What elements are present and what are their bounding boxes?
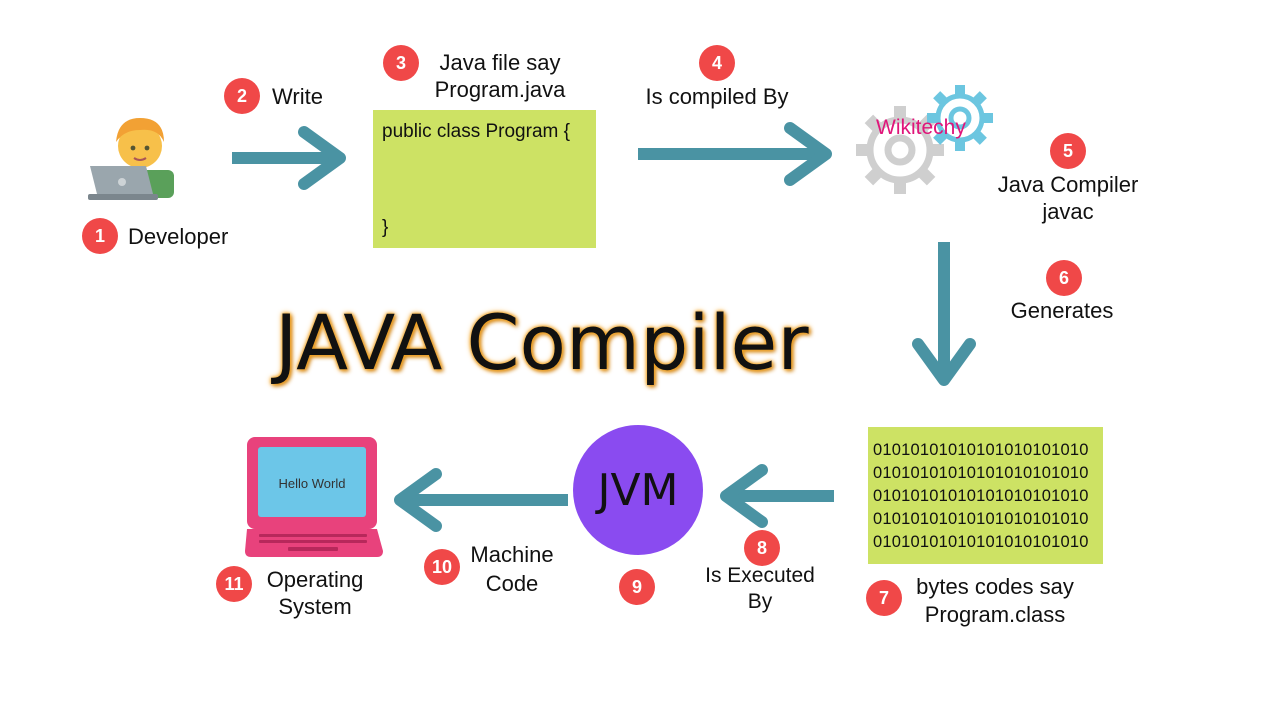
step-4-badge: 4 xyxy=(699,45,735,81)
step-7-badge: 7 xyxy=(866,580,902,616)
step-9-badge: 9 xyxy=(619,569,655,605)
laptop-screen-text: Hello World xyxy=(279,476,346,491)
step-8-label-line1: Is Executed xyxy=(705,564,815,587)
step-11-label-line2: System xyxy=(278,594,352,619)
step-7-label-line1: bytes codes say xyxy=(916,574,1074,599)
arrow-icon xyxy=(638,122,832,186)
step-10-badge: 10 xyxy=(424,549,460,585)
step-5-badge: 5 xyxy=(1050,133,1086,169)
step-8-label-line2: By xyxy=(747,590,773,613)
diagram-title: JAVA Compiler xyxy=(275,298,809,387)
bytecode-row: 01010101010101010101010 xyxy=(873,464,1089,482)
java-source-box: public class Program { } xyxy=(373,110,596,248)
bytecode-row: 01010101010101010101010 xyxy=(873,533,1089,551)
step-5-label-line1: Java Compiler xyxy=(997,172,1139,197)
step-3-label-line1: Java file say xyxy=(439,50,561,75)
step-6-label: Generates xyxy=(1010,298,1114,323)
step-7-label-line2: Program.class xyxy=(924,602,1066,627)
laptop-icon: Hello World xyxy=(245,437,383,557)
arrow-icon xyxy=(232,126,346,190)
developer-icon xyxy=(88,118,174,200)
step-11-label-line1: Operating xyxy=(266,567,364,592)
code-line-2: } xyxy=(382,217,389,238)
step-3-badge: 3 xyxy=(383,45,419,81)
step-3-label-line2: Program.java xyxy=(434,77,566,102)
step-8-badge: 8 xyxy=(744,530,780,566)
step-5-label-line2: javac xyxy=(1042,199,1094,224)
step-1-label: Developer xyxy=(128,224,229,249)
step-11-badge: 11 xyxy=(216,566,252,602)
step-2-badge: 2 xyxy=(224,78,260,114)
wikitechy-watermark: Wikitechy xyxy=(876,116,966,139)
jvm-circle: JVM xyxy=(573,425,703,555)
arrow-icon xyxy=(394,468,568,532)
bytecode-row: 01010101010101010101010 xyxy=(873,487,1089,505)
step-10-label-line2: Code xyxy=(485,571,539,596)
code-line-1: public class Program { xyxy=(382,121,570,142)
step-10-label-line1: Machine xyxy=(470,542,554,567)
arrow-icon xyxy=(912,242,976,386)
bytecode-row: 01010101010101010101010 xyxy=(873,441,1089,459)
bytecode-row: 01010101010101010101010 xyxy=(873,510,1089,528)
arrow-icon xyxy=(720,464,834,528)
step-1-badge: 1 xyxy=(82,218,118,254)
step-2-label: Write xyxy=(272,84,323,109)
step-6-badge: 6 xyxy=(1046,260,1082,296)
gears-icon xyxy=(856,85,993,194)
bytecode-box: 01010101010101010101010 0101010101010101… xyxy=(868,427,1103,564)
step-4-label: Is compiled By xyxy=(645,84,789,109)
